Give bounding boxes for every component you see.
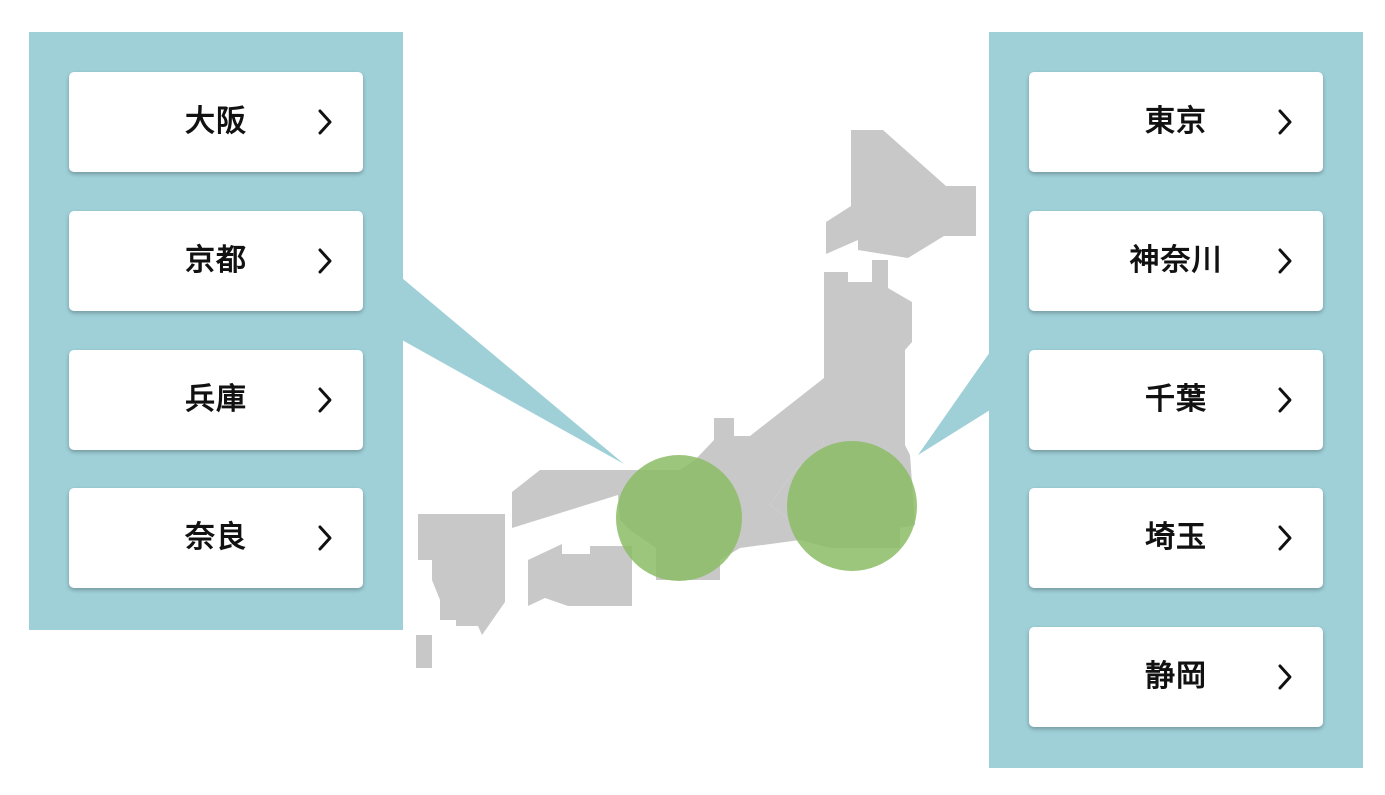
right-callout-pointer — [918, 352, 990, 455]
prefecture-button-osaka[interactable]: 大阪 — [69, 72, 363, 172]
prefecture-label: 京都 — [185, 243, 247, 278]
chevron-right-icon — [1278, 525, 1292, 551]
prefecture-label: 大阪 — [185, 104, 247, 139]
chevron-right-icon — [1278, 109, 1292, 135]
prefecture-button-kanagawa[interactable]: 神奈川 — [1029, 211, 1323, 311]
island-shape — [416, 635, 432, 668]
chevron-right-icon — [1278, 387, 1292, 413]
shikoku-shape — [528, 544, 632, 606]
prefecture-button-shizuoka[interactable]: 静岡 — [1029, 627, 1323, 727]
callouts — [402, 278, 990, 464]
hokkaido-shape — [826, 130, 976, 258]
prefecture-label: 東京 — [1145, 104, 1207, 139]
chevron-right-icon — [318, 248, 332, 274]
kansai-highlight-circle — [616, 455, 742, 581]
prefecture-button-kyoto[interactable]: 京都 — [69, 211, 363, 311]
chevron-right-icon — [318, 387, 332, 413]
chevron-right-icon — [318, 109, 332, 135]
kanto-highlight-circle — [787, 441, 917, 571]
map-land — [416, 130, 976, 668]
chevron-right-icon — [1278, 248, 1292, 274]
chevron-right-icon — [318, 525, 332, 551]
kyushu-shape — [418, 514, 505, 635]
prefecture-label: 兵庫 — [185, 382, 247, 417]
prefecture-label: 神奈川 — [1129, 243, 1223, 278]
prefecture-label: 奈良 — [185, 520, 247, 555]
chevron-right-icon — [1278, 664, 1292, 690]
prefecture-label: 静岡 — [1145, 659, 1207, 694]
prefecture-button-saitama[interactable]: 埼玉 — [1029, 488, 1323, 588]
left-callout-pointer — [402, 278, 624, 464]
kansai-panel: 大阪 京都 兵庫 奈良 — [29, 32, 403, 630]
prefecture-button-tokyo[interactable]: 東京 — [1029, 72, 1323, 172]
prefecture-button-nara[interactable]: 奈良 — [69, 488, 363, 588]
highlights — [616, 441, 917, 581]
kanto-panel: 東京 神奈川 千葉 埼玉 静岡 — [989, 32, 1363, 768]
prefecture-button-chiba[interactable]: 千葉 — [1029, 350, 1323, 450]
prefecture-label: 千葉 — [1145, 382, 1207, 417]
prefecture-label: 埼玉 — [1145, 520, 1207, 555]
prefecture-button-hyogo[interactable]: 兵庫 — [69, 350, 363, 450]
